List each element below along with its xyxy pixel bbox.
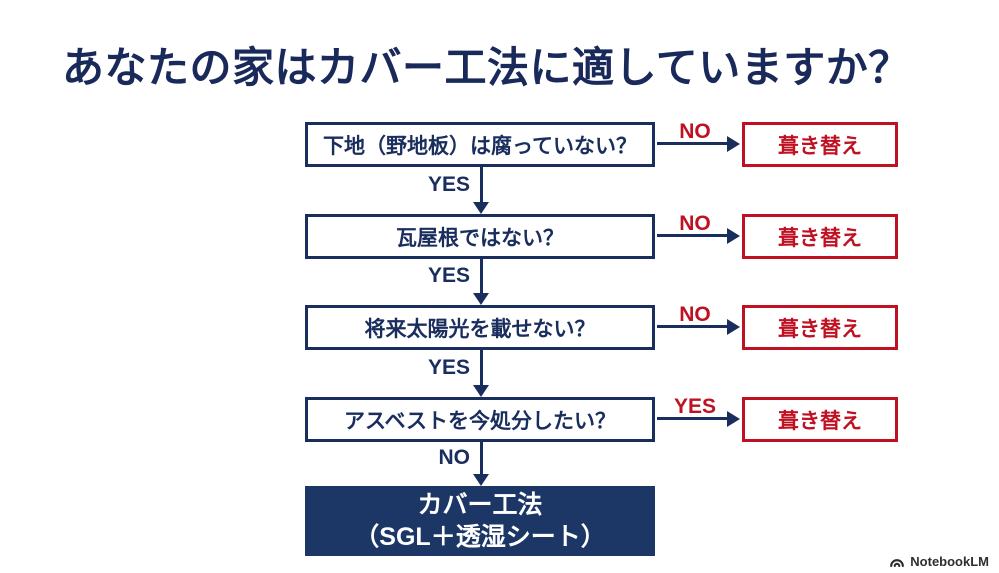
question-box-3: 将来太陽光を載せない？ bbox=[305, 305, 655, 350]
branch-arrowhead-1 bbox=[727, 136, 740, 152]
question-text: 瓦屋根ではない？ bbox=[396, 226, 564, 250]
question-text: アスベストを今処分したい？ bbox=[344, 409, 616, 433]
branch-label-4: YES bbox=[673, 395, 717, 418]
branch-label-1: NO bbox=[679, 120, 711, 143]
continue-arrowhead-2 bbox=[473, 293, 489, 305]
continue-arrowhead-4 bbox=[473, 474, 489, 486]
continue-arrow-line-4 bbox=[480, 442, 483, 474]
branch-arrow-line-4 bbox=[657, 417, 728, 420]
continue-label-4: NO bbox=[438, 446, 471, 469]
question-box-4: アスベストを今処分したい？ bbox=[305, 397, 655, 442]
question-box-2: 瓦屋根ではない？ bbox=[305, 214, 655, 259]
continue-arrow-line-1 bbox=[480, 167, 483, 202]
notebooklm-brand-label: NotebookLM bbox=[910, 554, 989, 569]
continue-label-2: YES bbox=[427, 264, 470, 287]
result-text: 葺き替え bbox=[778, 317, 862, 341]
question-text: 下地（野地板）は腐っていない？ bbox=[323, 134, 637, 158]
branch-arrowhead-2 bbox=[727, 228, 740, 244]
question-text: 将来太陽光を載せない？ bbox=[364, 317, 596, 341]
final-result-line1: カバー工法 bbox=[417, 491, 543, 519]
continue-arrow-line-2 bbox=[480, 259, 483, 293]
result-box-4: 葺き替え bbox=[742, 397, 898, 442]
result-text: 葺き替え bbox=[778, 409, 862, 433]
branch-arrow-line-2 bbox=[657, 234, 728, 237]
final-result-line2: （SGL＋透湿シート） bbox=[354, 523, 606, 551]
continue-label-3: YES bbox=[427, 356, 470, 379]
continue-label-1: YES bbox=[427, 173, 470, 196]
continue-arrowhead-3 bbox=[473, 385, 489, 397]
page-title: あなたの家はカバー工法に適していますか？ bbox=[62, 44, 911, 91]
result-text: 葺き替え bbox=[778, 226, 862, 250]
notebooklm-logo-icon bbox=[889, 555, 905, 568]
continue-arrowhead-1 bbox=[473, 202, 489, 214]
continue-arrow-line-3 bbox=[480, 350, 483, 385]
result-box-2: 葺き替え bbox=[742, 214, 898, 259]
question-box-1: 下地（野地板）は腐っていない？ bbox=[305, 122, 655, 167]
branch-arrowhead-3 bbox=[727, 319, 740, 335]
branch-label-2: NO bbox=[679, 212, 711, 235]
result-text: 葺き替え bbox=[778, 134, 862, 158]
final-result-box: カバー工法 （SGL＋透湿シート） bbox=[305, 486, 655, 556]
branch-arrowhead-4 bbox=[727, 411, 740, 427]
branch-arrow-line-1 bbox=[657, 142, 728, 145]
branch-arrow-line-3 bbox=[657, 325, 728, 328]
branch-label-3: NO bbox=[679, 303, 711, 326]
footer-brand: NotebookLM bbox=[889, 554, 989, 569]
result-box-1: 葺き替え bbox=[742, 122, 898, 167]
result-box-3: 葺き替え bbox=[742, 305, 898, 350]
